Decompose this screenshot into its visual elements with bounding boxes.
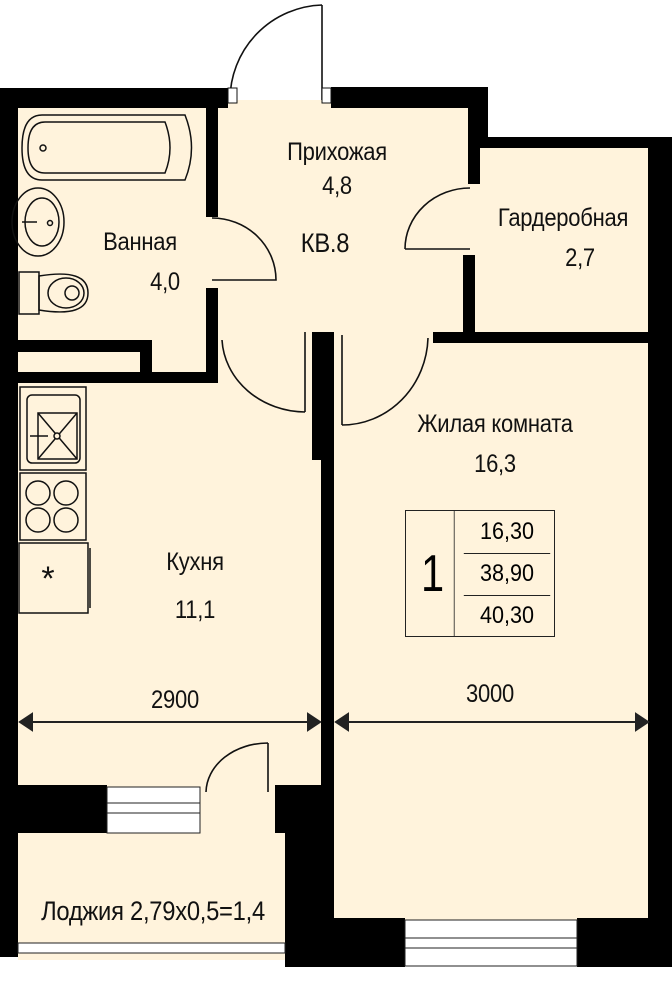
hall-kitchen-door — [221, 332, 306, 413]
area-summary-table: 1 16,30 38,90 40,30 — [405, 510, 555, 637]
living-door — [341, 335, 429, 426]
useful-area-value: 38,90 — [463, 553, 551, 596]
hallway-name: Прихожая — [287, 138, 387, 166]
loggia-door — [205, 742, 269, 793]
living-width-dimension: 3000 — [466, 680, 514, 708]
toilet-icon — [18, 271, 89, 315]
sink-icon — [11, 187, 65, 257]
apartment-label: КВ.8 — [300, 228, 350, 258]
wardrobe-area: 2,7 — [565, 244, 595, 272]
kitchen-width-dimension: 2900 — [151, 686, 199, 714]
wardrobe-door — [404, 187, 471, 250]
hallway-area: 4,8 — [322, 172, 352, 200]
windows — [17, 786, 578, 967]
kitchen-area: 11,1 — [174, 596, 216, 624]
wardrobe-name: Гардеробная — [497, 204, 629, 232]
living-area-value: 16,30 — [463, 511, 551, 554]
bathroom-door — [211, 217, 277, 281]
walls — [0, 87, 672, 967]
kitchen-name: Кухня — [166, 548, 224, 576]
entry-door — [229, 4, 323, 101]
bathtub-icon — [21, 114, 193, 181]
rooms-count: 1 — [411, 511, 455, 636]
doors — [205, 4, 471, 793]
living-room-area: 16,3 — [474, 450, 516, 478]
fridge-icon — [18, 542, 91, 614]
living-room-name: Жилая комната — [417, 410, 573, 438]
fridge-snowflake-icon: * — [41, 560, 54, 598]
loggia-label: Лоджия 2,79х0,5=1,4 — [41, 896, 265, 926]
bathroom-name: Ванная — [103, 228, 177, 256]
total-area-value: 40,30 — [479, 602, 535, 629]
kitchen-sink-icon — [19, 386, 87, 471]
stove-icon — [19, 472, 87, 541]
dimension-lines — [18, 712, 650, 732]
bathroom-area: 4,0 — [150, 268, 180, 296]
